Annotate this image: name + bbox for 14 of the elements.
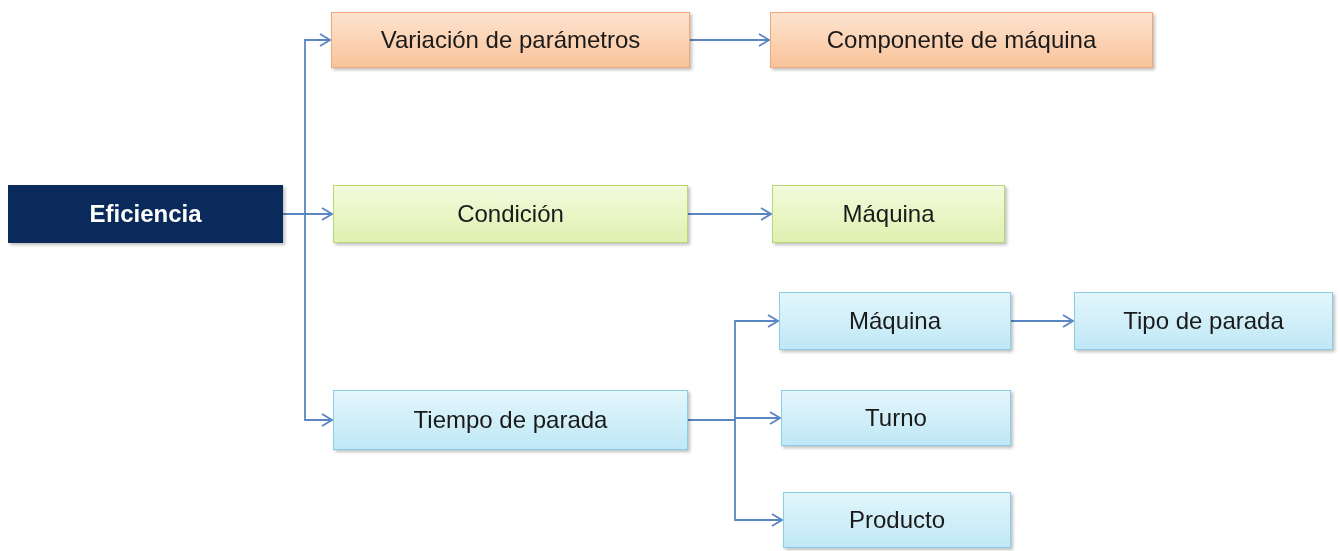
category-box: Tiempo de parada <box>333 390 688 450</box>
arrow <box>689 33 770 47</box>
category-box: Producto <box>783 492 1011 548</box>
category-box: Turno <box>781 390 1011 446</box>
category-box: Máquina <box>779 292 1011 350</box>
category-box: Máquina <box>772 185 1005 243</box>
arrow <box>1010 314 1074 328</box>
category-box: Variación de parámetros <box>331 12 690 68</box>
category-box: Componente de máquina <box>770 12 1153 68</box>
root-box: Eficiencia <box>8 185 283 243</box>
category-box: Condición <box>333 185 688 243</box>
arrow <box>687 207 772 221</box>
category-box: Tipo de parada <box>1074 292 1333 350</box>
arrow <box>282 213 333 427</box>
